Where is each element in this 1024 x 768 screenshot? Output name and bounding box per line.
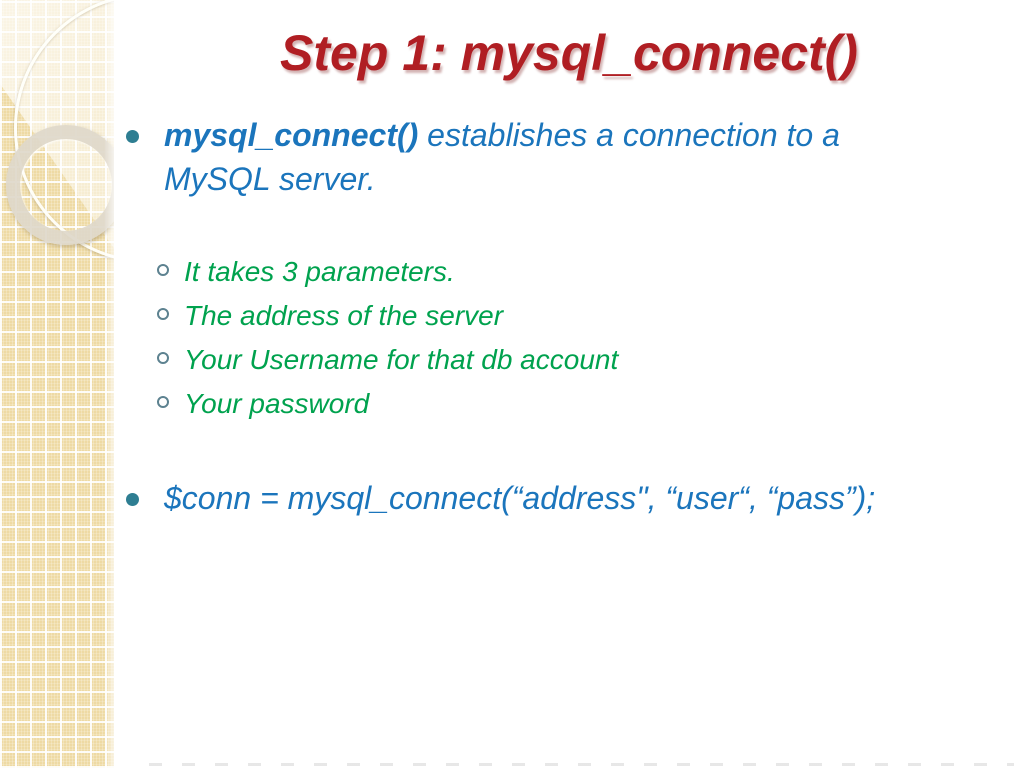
sub-bullet-circle-icon	[157, 264, 169, 276]
bullet-intro-rest: establishes a connection to a MySQL serv…	[164, 117, 840, 197]
sub-bullet-list: It takes 3 parameters. The address of th…	[157, 255, 618, 431]
sub-bullet-circle-icon	[157, 396, 169, 408]
decorative-sidebar	[0, 0, 114, 768]
sidebar-edge-fade	[104, 0, 124, 768]
sub-bullet-text: The address of the server	[184, 300, 504, 331]
code-text: $conn = mysql_connect(“address", “user“,…	[164, 480, 876, 516]
sub-bullet-text: Your Username for that db account	[184, 344, 619, 375]
ring-thick-icon	[6, 125, 114, 245]
sub-bullet-item: It takes 3 parameters.	[157, 255, 618, 299]
sub-bullet-text: Your password	[184, 388, 370, 419]
sub-bullet-item: Your password	[157, 387, 618, 431]
bullet-intro-text: mysql_connect() establishes a connection…	[164, 114, 916, 201]
slide-content: Step 1: mysql_connect() mysql_connect() …	[114, 0, 1024, 768]
slide-title: Step 1: mysql_connect()	[280, 25, 858, 81]
bullet-intro-bold: mysql_connect()	[164, 117, 419, 153]
sub-bullet-item: Your Username for that db account	[157, 343, 618, 387]
bullet-dot-icon	[126, 130, 139, 143]
bottom-dashed-line	[149, 763, 1014, 766]
bullet-item-intro: mysql_connect() establishes a connection…	[126, 114, 916, 201]
bullet-item-code: $conn = mysql_connect(“address", “user“,…	[126, 477, 1006, 521]
sub-bullet-text: It takes 3 parameters.	[184, 256, 455, 287]
bullet-dot-icon	[126, 493, 139, 506]
sub-bullet-circle-icon	[157, 308, 169, 320]
sub-bullet-item: The address of the server	[157, 299, 618, 343]
sub-bullet-circle-icon	[157, 352, 169, 364]
